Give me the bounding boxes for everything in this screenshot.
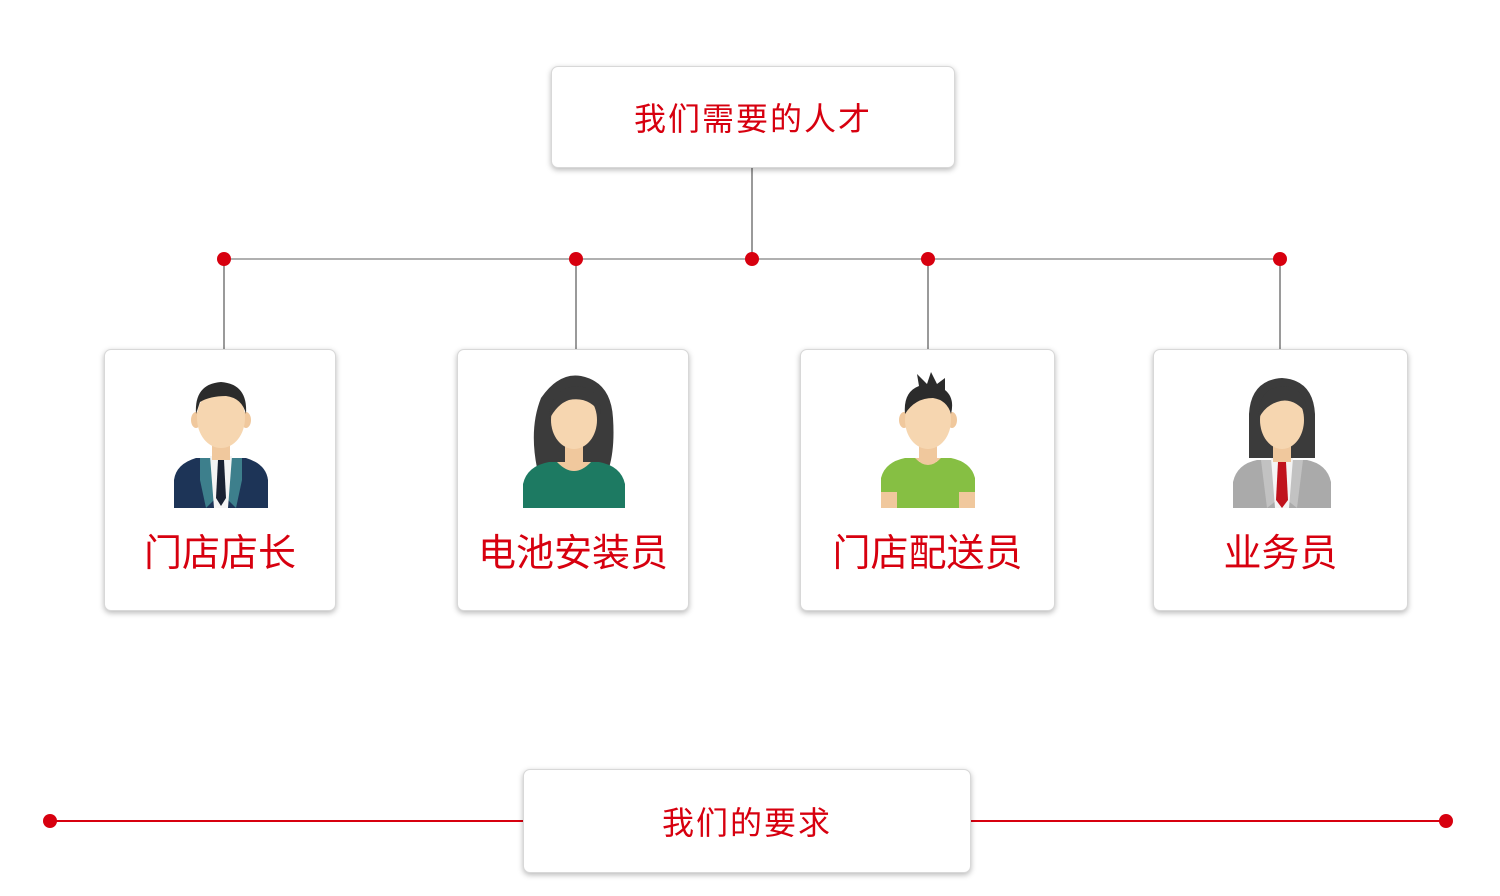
node-dot-4	[1273, 252, 1287, 266]
node-dot-2	[569, 252, 583, 266]
role-label-salesperson: 业务员	[1223, 531, 1338, 575]
salesperson-avatar-icon	[1233, 378, 1331, 508]
node-dot-1	[217, 252, 231, 266]
top-title-text: 我们需要的人才	[633, 100, 872, 138]
role-card-store-delivery: 门店配送员	[800, 349, 1055, 611]
bottom-rule-dot-right	[1439, 814, 1453, 828]
role-label-battery-installer: 电池安装员	[477, 531, 668, 575]
delivery-man-avatar-icon	[881, 372, 975, 508]
role-card-store-manager: 门店店长	[104, 349, 336, 611]
manager-avatar-icon	[174, 382, 268, 508]
top-title-box: 我们需要的人才	[551, 66, 955, 168]
bottom-title-text: 我们的要求	[661, 804, 832, 842]
bottom-title-box: 我们的要求	[523, 769, 971, 873]
female-installer-avatar-icon	[523, 375, 625, 508]
node-dot-3	[921, 252, 935, 266]
node-dot-center	[745, 252, 759, 266]
role-card-battery-installer: 电池安装员	[457, 349, 689, 611]
role-label-store-manager: 门店店长	[143, 531, 296, 575]
role-label-store-delivery: 门店配送员	[832, 531, 1023, 575]
role-card-salesperson: 业务员	[1153, 349, 1408, 611]
bottom-rule-dot-left	[43, 814, 57, 828]
